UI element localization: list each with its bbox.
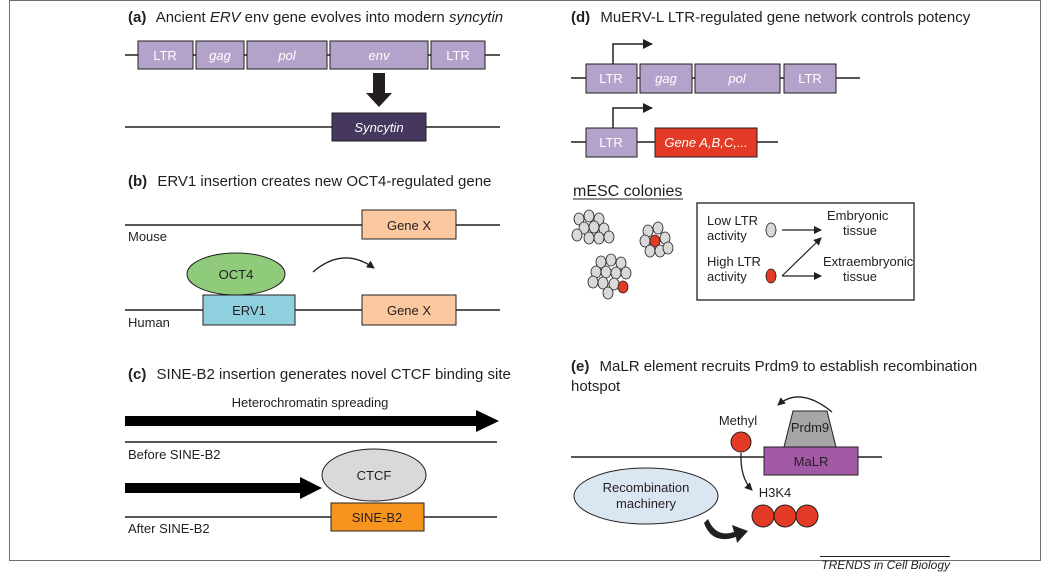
panel-c-sine-b2-label: SINE-B2 (352, 510, 403, 525)
panel-e-methyl-arrow (740, 452, 753, 491)
panel-c-after-label: After SINE-B2 (128, 521, 210, 536)
panel-b-oct4-label: OCT4 (219, 267, 254, 282)
panel-a-pol-label: pol (277, 48, 296, 63)
panel-c-sine-b2-box (330, 502, 425, 532)
panel-c-heterochromatin-label: Heterochromatin spreading (232, 395, 389, 410)
panel-c-before-label: Before SINE-B2 (128, 447, 221, 462)
panel-a-ltr-left-box (137, 40, 194, 70)
panel-d-colony-1 (571, 209, 615, 245)
panel-e: (e) MaLR element recruits Prdm9 to estab… (571, 358, 977, 543)
panel-d-ltr-bottom-box (585, 127, 638, 158)
panel-e-malr-box (763, 446, 859, 476)
panel-b-erv1-box (202, 294, 296, 326)
panel-e-prdm9-label: Prdm9 (791, 420, 829, 435)
panel-e-machinery-ellipse (573, 467, 719, 525)
panel-a-gag-label: gag (209, 48, 231, 63)
panel-b-human-label: Human (128, 315, 170, 330)
panel-d-legend-box (696, 202, 915, 301)
panel-d-promoter-arrow-bottom (612, 103, 653, 128)
panel-d-high-ltr-line1: High LTR (707, 254, 761, 269)
panel-a-env-box (329, 40, 429, 70)
panel-d-colony-3 (587, 253, 632, 300)
panel-d-low-cell (765, 222, 777, 238)
panel-e-title-line1: (e) MaLR element recruits Prdm9 to estab… (571, 358, 977, 375)
panel-d-embryonic-line1: Embryonic (827, 208, 889, 223)
panel-e-machinery-arrow (704, 519, 748, 543)
panel-d-high-ltr-line2: activity (707, 269, 747, 284)
panel-b-erv1-label: ERV1 (232, 303, 266, 318)
panel-d-pol-box (694, 63, 781, 94)
panel-b: (b) ERV1 insertion creates new OCT4-regu… (125, 173, 500, 330)
panel-e-machinery-line2: machinery (616, 496, 676, 511)
panel-a-pol-box (246, 40, 328, 70)
panel-d-genes-label: Gene A,B,C,... (664, 135, 747, 150)
panel-d-gag-label: gag (655, 71, 677, 86)
panel-c-spreading-arrow-long (125, 410, 499, 432)
panel-a-title: (a) Ancient ERV env gene evolves into mo… (128, 9, 503, 26)
panel-a: (a) Ancient ERV env gene evolves into mo… (125, 9, 503, 142)
panel-d-pol-label: pol (727, 71, 746, 86)
panel-b-activation-arrow (312, 257, 375, 273)
panel-d-genes-box (654, 127, 758, 158)
panel-e-curved-arrow-top (777, 396, 833, 413)
panel-a-gag-box (195, 40, 245, 70)
panel-e-h3k4-circle-3 (795, 504, 819, 528)
panel-d-low-ltr-line1: Low LTR (707, 213, 758, 228)
panel-d-high-cell (765, 268, 777, 284)
panel-c-ctcf-ellipse (321, 448, 427, 502)
panel-e-methyl-circle (730, 431, 752, 453)
panel-b-gene-x-human-label: Gene X (387, 303, 431, 318)
panel-c: (c) SINE-B2 insertion generates novel CT… (125, 366, 511, 536)
panel-a-down-arrow (366, 73, 392, 107)
panel-b-gene-x-human-box (361, 294, 457, 326)
panel-d-ltr-bottom-label: LTR (599, 135, 623, 150)
panel-e-methyl-label: Methyl (719, 413, 757, 428)
panel-e-title-line2: hotspot (571, 378, 621, 395)
panel-d-ltr-top-label: LTR (599, 71, 623, 86)
panel-e-h3k4-circle-2 (773, 504, 797, 528)
panel-e-h3k4-label: H3K4 (759, 485, 792, 500)
panel-b-title: (b) ERV1 insertion creates new OCT4-regu… (128, 173, 491, 190)
panel-d-colony-2 (639, 221, 674, 258)
panel-c-title: (c) SINE-B2 insertion generates novel CT… (128, 366, 511, 383)
panel-a-env-label: env (369, 48, 391, 63)
panel-c-spreading-arrow-short (125, 477, 322, 499)
panel-d-promoter-arrow-top (612, 39, 653, 64)
panel-d-embryonic-line2: tissue (843, 223, 877, 238)
panel-d-title: (d) MuERV-L LTR-regulated gene network c… (571, 9, 971, 26)
panel-d-extra-line2: tissue (843, 269, 877, 284)
panel-e-h3k4-circle-1 (751, 504, 775, 528)
panel-d: (d) MuERV-L LTR-regulated gene network c… (571, 9, 971, 301)
panel-d-extra-line1: Extraembryonic (823, 254, 914, 269)
panel-b-mouse-label: Mouse (128, 229, 167, 244)
panel-a-ltr-left-label: LTR (153, 48, 177, 63)
panel-b-gene-x-mouse-label: Gene X (387, 218, 431, 233)
panel-d-colonies-title: mESC colonies (573, 183, 682, 200)
panel-d-ltr-top-right-label: LTR (798, 71, 822, 86)
panel-a-syncytin-label: Syncytin (354, 120, 403, 135)
panel-d-gag-box (639, 63, 693, 94)
panel-d-ltr-top-box (585, 63, 638, 94)
panel-d-low-ltr-line2: activity (707, 228, 747, 243)
footer-journal: TRENDS in Cell Biology (820, 556, 950, 572)
panel-e-malr-label: MaLR (794, 454, 829, 469)
panel-d-ltr-top-right-box (783, 63, 837, 94)
panel-a-ltr-right-box (430, 40, 486, 70)
panel-a-syncytin-box (331, 112, 427, 142)
panel-d-high-arrow-embryonic (781, 237, 822, 277)
panel-e-machinery-line1: Recombination (603, 480, 690, 495)
panel-c-ctcf-label: CTCF (357, 468, 392, 483)
panel-b-gene-x-mouse-box (361, 209, 457, 240)
panel-a-ltr-right-label: LTR (446, 48, 470, 63)
